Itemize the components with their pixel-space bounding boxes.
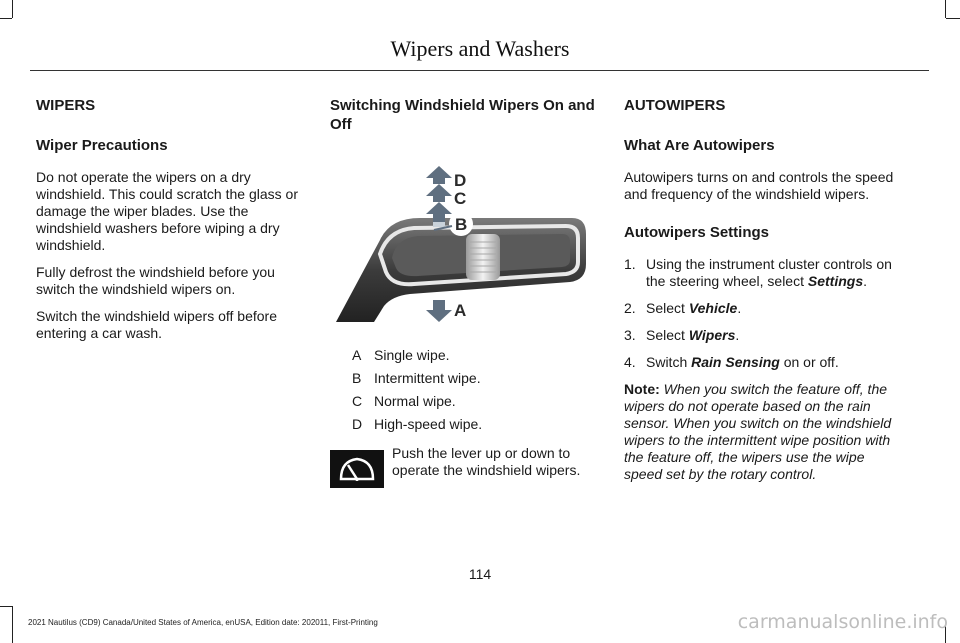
paragraph: Switch the windshield wipers off before … [36, 308, 277, 341]
figure-legend: A Single wipe. B Intermittent wipe. C No… [330, 347, 598, 433]
crop-mark [0, 606, 12, 607]
legend-value: Intermittent wipe. [374, 370, 481, 386]
lever-illustration: D C B A [336, 166, 586, 322]
label-a: A [454, 301, 466, 320]
step-number: 4. [624, 354, 636, 370]
wiper-note: Push the lever up or down to operate the… [330, 445, 598, 488]
crop-mark [946, 18, 960, 19]
section-heading: AUTOWIPERS [624, 97, 726, 114]
paragraph: Fully defrost the windshield before you … [36, 264, 275, 297]
rotary-control [466, 234, 500, 280]
step-number: 2. [624, 300, 636, 316]
paragraph: Do not operate the wipers on a dry winds… [36, 169, 298, 253]
label-d: D [454, 171, 466, 190]
crop-mark [12, 606, 13, 643]
list-item: 3. Select Wipers. [624, 327, 900, 344]
up-arrows [426, 166, 452, 222]
note-paragraph: Note: When you switch the feature off, t… [624, 381, 900, 483]
step-text: Select Vehicle. [646, 300, 742, 316]
crop-mark [12, 0, 13, 18]
legend-key: C [352, 393, 363, 409]
label-b: B [455, 215, 467, 234]
legend-value: Normal wipe. [374, 393, 456, 409]
section-heading: Switching Windshield Wipers On and Off [330, 97, 595, 133]
legend-row: D High-speed wipe. [330, 416, 598, 433]
wiper-note-text: Push the lever up or down to operate the… [392, 445, 581, 478]
windshield-wiper-icon [330, 450, 384, 488]
note-label: Note: [624, 381, 660, 397]
legend-key: A [352, 347, 362, 363]
label-c: C [454, 189, 466, 208]
header-divider [30, 70, 929, 71]
legend-key: D [352, 416, 363, 432]
settings-steps: 1. Using the instrument cluster controls… [624, 256, 900, 371]
section-heading: WIPERS [36, 97, 96, 114]
lever-trim [377, 223, 580, 287]
step-text: Using the instrument cluster controls on… [646, 256, 892, 289]
watermark: carmanualsonline.info [737, 611, 948, 633]
step-text: Select Wipers. [646, 327, 740, 343]
legend-row: C Normal wipe. [330, 393, 598, 410]
legend-row: A Single wipe. [330, 347, 598, 364]
step-text: Switch Rain Sensing on or off. [646, 354, 839, 370]
legend-value: Single wipe. [374, 347, 450, 363]
list-item: 4. Switch Rain Sensing on or off. [624, 354, 900, 371]
page-number: 114 [468, 566, 492, 582]
subsection-heading: Autowipers Settings [624, 224, 770, 241]
wiper-lever-figure: D C B A [330, 142, 598, 322]
step-number: 3. [624, 327, 636, 343]
list-item: 1. Using the instrument cluster controls… [624, 256, 900, 290]
step-number: 1. [624, 256, 636, 272]
page-title: Wipers and Washers [390, 36, 570, 61]
column-wipers: WIPERS Wiper Precautions Do not operate … [36, 96, 298, 352]
crop-mark [945, 626, 946, 643]
legend-row: B Intermittent wipe. [330, 370, 598, 387]
column-switching: Switching Windshield Wipers On and Off [330, 96, 598, 488]
legend-value: High-speed wipe. [374, 416, 483, 432]
down-arrow [426, 300, 452, 322]
legend-key: B [352, 370, 362, 386]
note-text: When you switch the feature off, the wip… [624, 381, 892, 482]
subsection-heading: What Are Autowipers [624, 137, 775, 154]
subsection-heading: Wiper Precautions [36, 137, 168, 154]
crop-mark [0, 18, 12, 19]
paragraph: Autowipers turns on and controls the spe… [624, 169, 894, 202]
crop-mark [945, 0, 946, 18]
position-b-marker [449, 212, 473, 236]
footer-text: 2021 Nautilus (CD9) Canada/United States… [28, 618, 378, 627]
column-autowipers: AUTOWIPERS What Are Autowipers Autowiper… [624, 96, 900, 483]
list-item: 2. Select Vehicle. [624, 300, 900, 317]
